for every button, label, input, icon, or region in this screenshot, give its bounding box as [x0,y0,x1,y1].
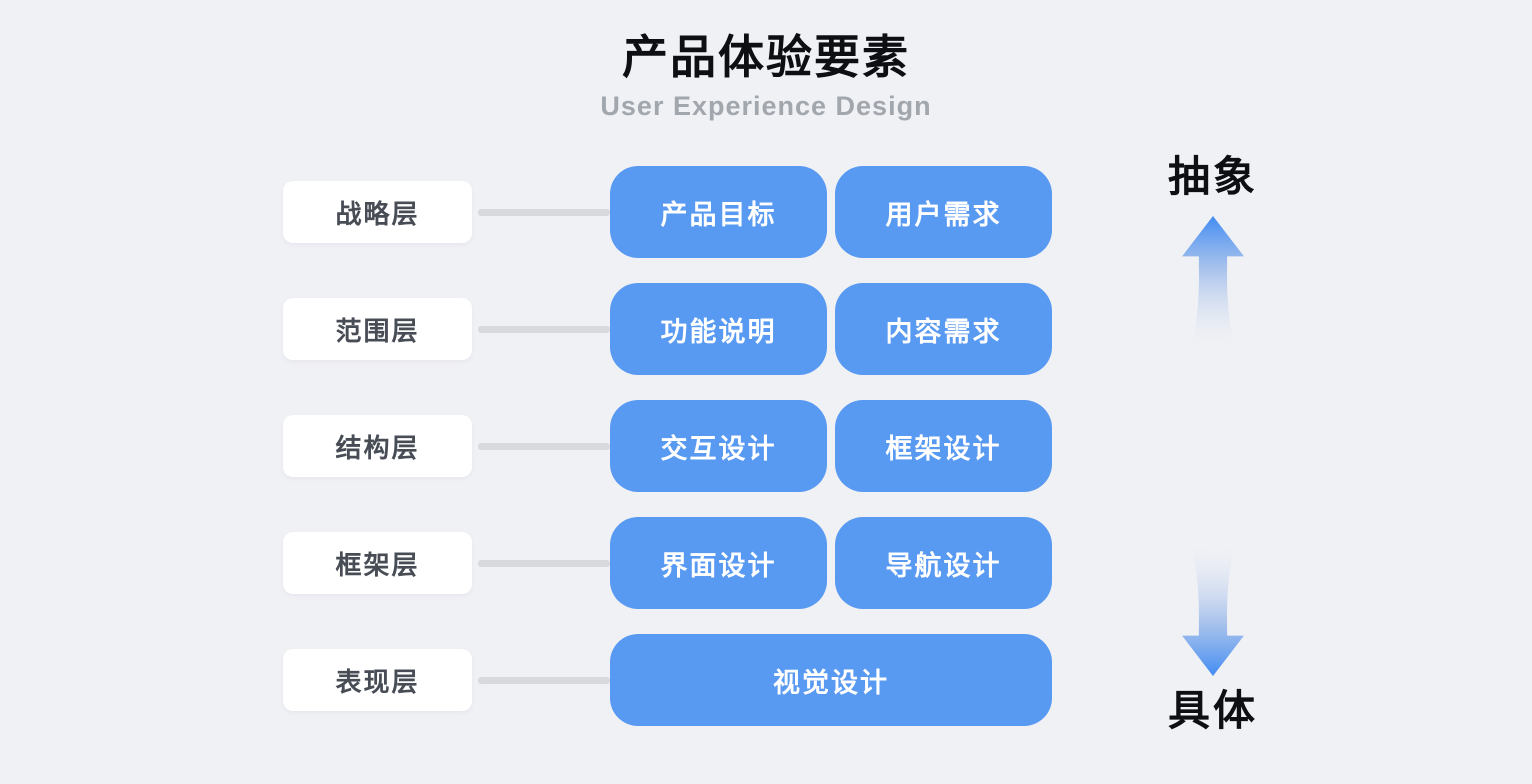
connector-line [478,208,610,216]
page-title: 产品体验要素 [622,31,910,83]
connector-line [478,442,610,450]
axis-label-concrete: 具体 [1167,687,1258,735]
layer-row-structure: 结构层 交互设计 框架设计 [283,400,1052,492]
layer-label-box: 战略层 [283,181,472,243]
element-boxes: 界面设计 导航设计 [610,517,1052,609]
element-box: 功能说明 [610,283,827,375]
layer-label: 表现层 [335,666,420,697]
layer-label: 战略层 [335,198,420,229]
layer-label-box: 结构层 [283,415,472,477]
layer-diagram: 战略层 产品目标 用户需求 范围层 功能说明 内容需求 结构层 交互设计 框架设… [283,166,1052,751]
element-box: 视觉设计 [610,634,1052,726]
layer-label-box: 框架层 [283,532,472,594]
header: 产品体验要素 User Experience Design [0,30,1532,122]
element-box: 导航设计 [835,517,1052,609]
page-subtitle: User Experience Design [600,91,932,122]
layer-label: 范围层 [335,315,420,346]
layer-label: 结构层 [335,432,420,463]
element-boxes: 视觉设计 [610,634,1052,726]
connector-line [478,559,610,567]
element-boxes: 交互设计 框架设计 [610,400,1052,492]
element-boxes: 功能说明 内容需求 [610,283,1052,375]
axis-label-abstract: 抽象 [1167,153,1258,200]
connector-line [478,325,610,333]
layer-row-surface: 表现层 视觉设计 [283,634,1052,726]
abstraction-axis: 抽象 具体 [1150,152,1276,737]
element-box: 界面设计 [610,517,827,609]
element-box: 框架设计 [835,400,1052,492]
layer-row-skeleton: 框架层 界面设计 导航设计 [283,517,1052,609]
layer-label-box: 范围层 [283,298,472,360]
element-box: 用户需求 [835,166,1052,258]
layer-label-box: 表现层 [283,649,472,711]
element-boxes: 产品目标 用户需求 [610,166,1052,258]
element-box: 内容需求 [835,283,1052,375]
layer-row-scope: 范围层 功能说明 内容需求 [283,283,1052,375]
layer-label: 框架层 [335,549,420,580]
element-box: 产品目标 [610,166,827,258]
up-arrow-icon [1182,216,1244,349]
down-arrow-icon [1182,544,1244,677]
layer-row-strategy: 战略层 产品目标 用户需求 [283,166,1052,258]
element-box: 交互设计 [610,400,827,492]
connector-line [478,676,610,684]
